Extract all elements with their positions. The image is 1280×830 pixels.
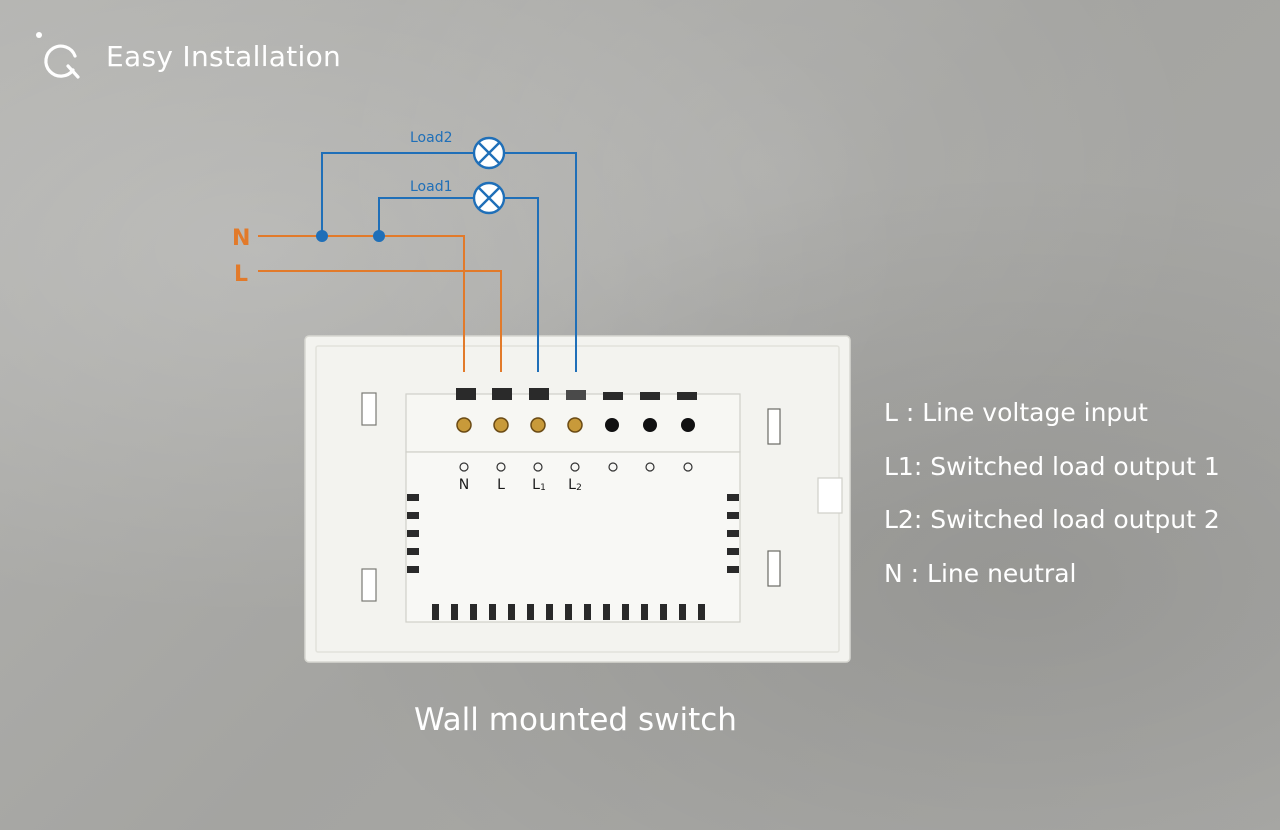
terminal-label-l1: L xyxy=(532,477,540,493)
load2-wire xyxy=(321,152,577,372)
n-label: N xyxy=(232,226,250,251)
lamp-load1-icon xyxy=(472,181,506,215)
load2-label: Load2 xyxy=(410,130,453,146)
page-title: Easy Installation xyxy=(106,39,342,73)
legend-item-l2: L2: Switched load output 2 xyxy=(884,505,1220,534)
terminal-label-n: N xyxy=(459,477,469,493)
junction-dot-load2 xyxy=(316,230,328,242)
legend-item-n: N : Line neutral xyxy=(884,558,1077,588)
lamp-load2-icon xyxy=(472,136,506,170)
terminal-label-l2-sub: 2 xyxy=(576,483,582,493)
caption: Wall mounted switch xyxy=(414,702,737,738)
terminal-label-l2: L xyxy=(568,477,576,493)
header: Easy Installation xyxy=(34,30,341,82)
legend-item-l: L : Line voltage input xyxy=(884,398,1148,427)
terminal-label-l1-sub: 1 xyxy=(540,483,546,493)
legend: L : Line voltage input L1: Switched load… xyxy=(884,396,1220,610)
junction-dot-load1 xyxy=(373,230,385,242)
load1-wire xyxy=(378,197,539,372)
terminal-label-l: L xyxy=(497,477,505,493)
installation-logo-icon xyxy=(36,32,80,79)
legend-item-l1: L1: Switched load output 1 xyxy=(884,451,1220,481)
line-wire xyxy=(258,270,502,372)
wall-switch-back xyxy=(304,335,851,663)
load1-label: Load1 xyxy=(410,179,453,195)
l-label: L xyxy=(234,262,248,287)
